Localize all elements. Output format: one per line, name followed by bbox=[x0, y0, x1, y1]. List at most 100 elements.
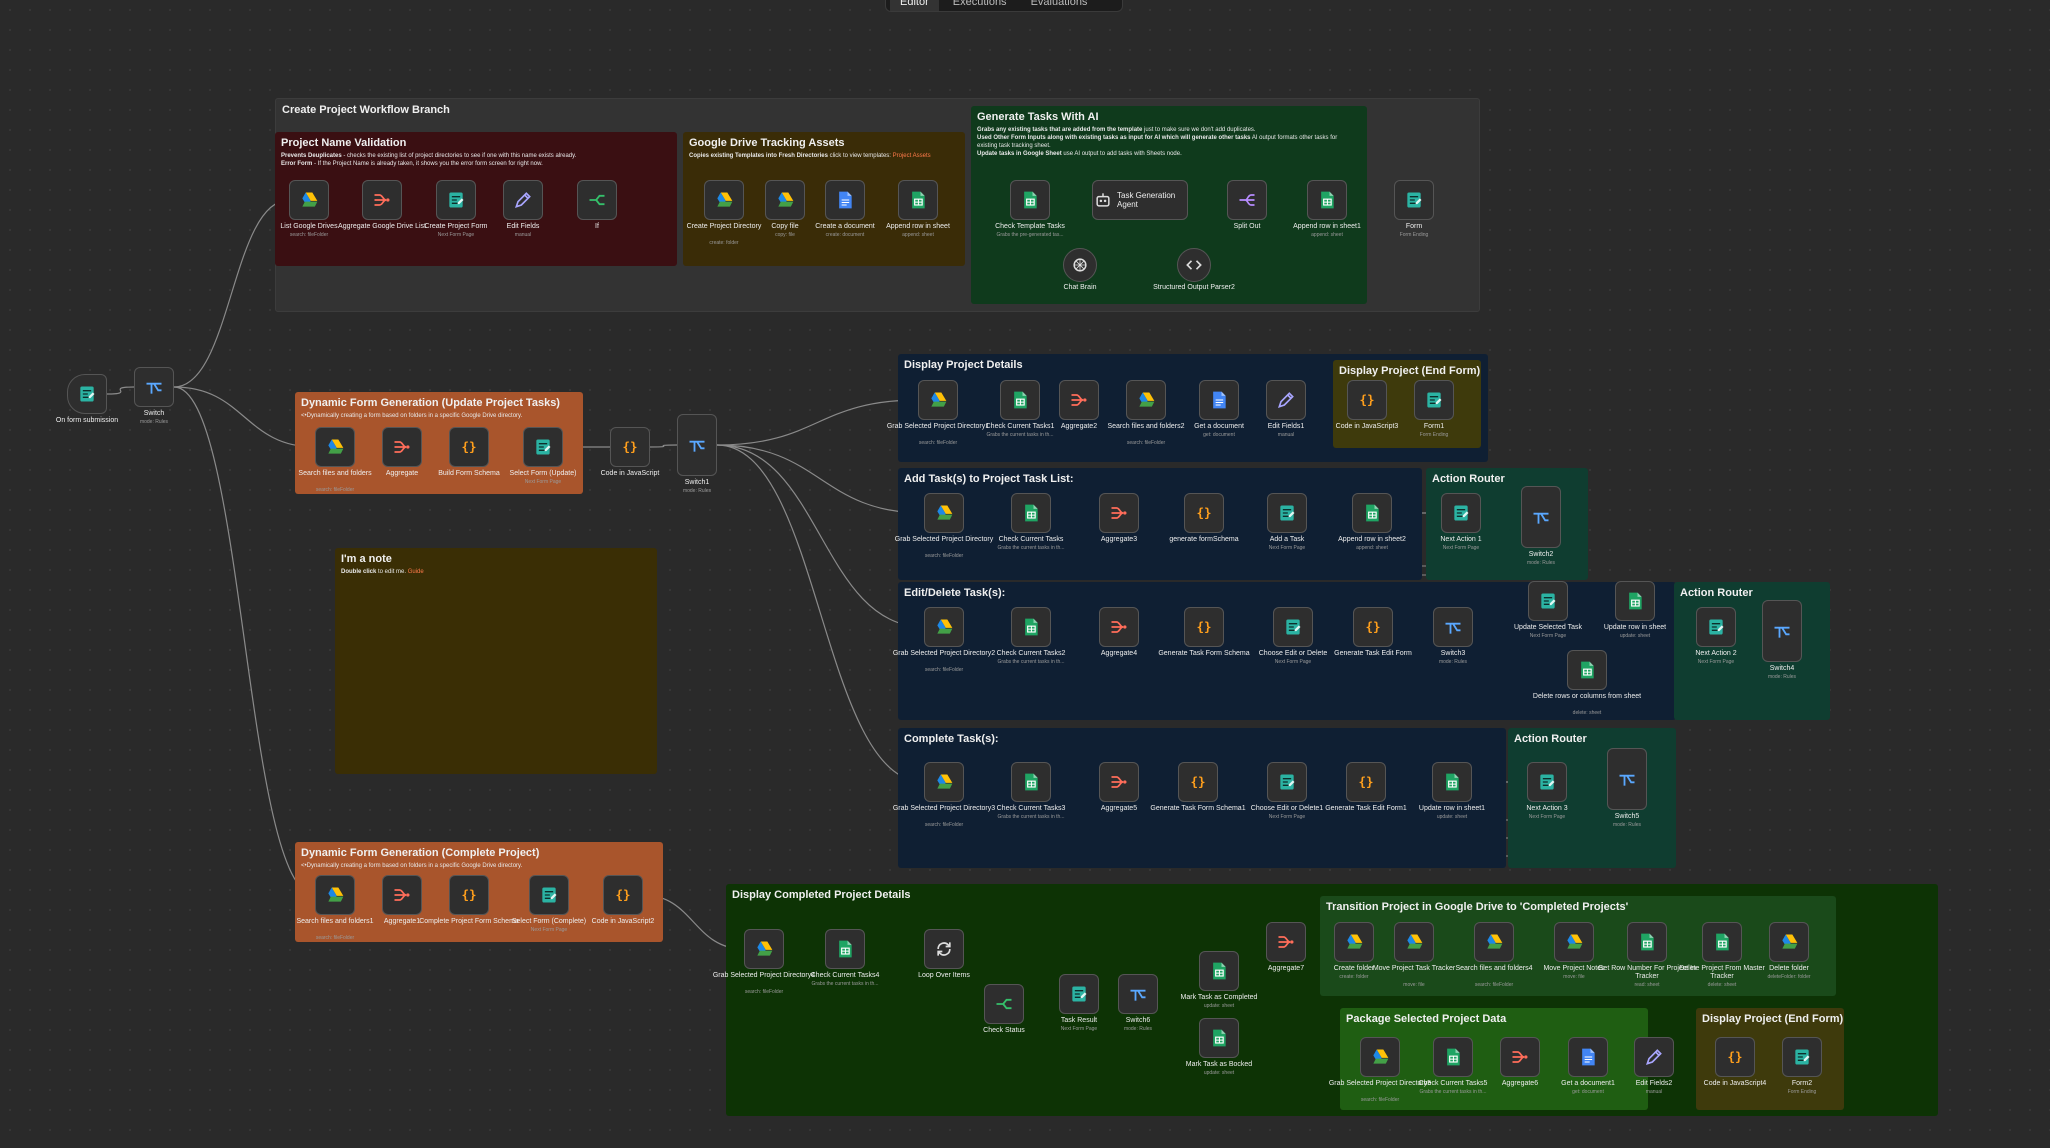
node-agg-drive[interactable] bbox=[362, 180, 402, 220]
node-aggregate[interactable] bbox=[382, 427, 422, 467]
node-gen-edit-form1[interactable]: {} bbox=[1346, 762, 1386, 802]
sticky-note[interactable]: Add Task(s) to Project Task List: bbox=[898, 468, 1422, 580]
node-check-tasks3[interactable] bbox=[1011, 762, 1051, 802]
node-mark-booked[interactable] bbox=[1199, 1018, 1239, 1058]
sticky-note[interactable]: Action Router bbox=[1674, 582, 1830, 720]
node-check-template[interactable] bbox=[1010, 180, 1050, 220]
node-check-tasks5[interactable] bbox=[1433, 1037, 1473, 1077]
node-switch3[interactable] bbox=[1433, 607, 1473, 647]
node-aggregate2[interactable] bbox=[1059, 380, 1099, 420]
node-append-row1[interactable] bbox=[1307, 180, 1347, 220]
node-choose-edit1[interactable] bbox=[1267, 762, 1307, 802]
node-gen-edit-form[interactable]: {} bbox=[1353, 607, 1393, 647]
tab-executions[interactable]: Executions bbox=[952, 0, 1007, 8]
node-copy-file[interactable] bbox=[765, 180, 805, 220]
node-switch[interactable] bbox=[134, 367, 174, 407]
node-aggregate4[interactable] bbox=[1099, 607, 1139, 647]
node-on-form[interactable] bbox=[67, 374, 107, 414]
node-create-folder[interactable] bbox=[1334, 922, 1374, 962]
node-mark-completed[interactable] bbox=[1199, 951, 1239, 991]
node-next-action2[interactable] bbox=[1696, 607, 1736, 647]
node-search-files2[interactable] bbox=[1126, 380, 1166, 420]
node-get-row-number[interactable] bbox=[1627, 922, 1667, 962]
node-grab-dir3[interactable] bbox=[924, 762, 964, 802]
node-gen-schema[interactable]: {} bbox=[1184, 493, 1224, 533]
node-code-js3[interactable]: {} bbox=[1347, 380, 1387, 420]
node-append-row2[interactable] bbox=[1352, 493, 1392, 533]
node-loop[interactable] bbox=[924, 929, 964, 969]
sticky-link[interactable]: Project Assets bbox=[892, 153, 931, 159]
node-update-task[interactable] bbox=[1528, 581, 1568, 621]
node-next-action3[interactable] bbox=[1527, 762, 1567, 802]
node-gen-schema1[interactable]: {} bbox=[1178, 762, 1218, 802]
node-split-out[interactable] bbox=[1227, 180, 1267, 220]
node-switch1[interactable] bbox=[677, 414, 717, 476]
node-grab-dir4[interactable] bbox=[744, 929, 784, 969]
node-code-js[interactable]: {} bbox=[610, 427, 650, 467]
node-select-complete[interactable] bbox=[529, 875, 569, 915]
node-switch5[interactable] bbox=[1607, 748, 1647, 810]
node-aggregate6[interactable] bbox=[1500, 1037, 1540, 1077]
node-grab-dir2[interactable] bbox=[924, 607, 964, 647]
tab-evaluations[interactable]: Evaluations bbox=[1030, 0, 1088, 8]
node-delete-rows[interactable] bbox=[1567, 650, 1607, 690]
node-switch2[interactable] bbox=[1521, 486, 1561, 548]
node-next-action1[interactable] bbox=[1441, 493, 1481, 533]
node-grab-dir5[interactable] bbox=[1360, 1037, 1400, 1077]
node-code-js4[interactable]: {} bbox=[1715, 1037, 1755, 1077]
node-form-end[interactable] bbox=[1394, 180, 1434, 220]
node-check-tasks1[interactable] bbox=[1000, 380, 1040, 420]
node-form1[interactable] bbox=[1414, 380, 1454, 420]
node-delete-folder[interactable] bbox=[1769, 922, 1809, 962]
node-create-form[interactable] bbox=[436, 180, 476, 220]
node-if[interactable] bbox=[577, 180, 617, 220]
node-grab-dir1[interactable] bbox=[918, 380, 958, 420]
node-search-files4[interactable] bbox=[1474, 922, 1514, 962]
node-switch4[interactable] bbox=[1762, 600, 1802, 662]
node-append-row[interactable] bbox=[898, 180, 938, 220]
node-form2[interactable] bbox=[1782, 1037, 1822, 1077]
node-edit-fields[interactable] bbox=[503, 180, 543, 220]
node-aggregate1[interactable] bbox=[382, 875, 422, 915]
node-edit-fields1[interactable] bbox=[1266, 380, 1306, 420]
node-task-agent[interactable]: Task Generation Agent bbox=[1092, 180, 1188, 220]
node-move-tracker[interactable] bbox=[1394, 922, 1434, 962]
node-update-row[interactable] bbox=[1615, 581, 1655, 621]
node-select-update[interactable] bbox=[523, 427, 563, 467]
node-aggregate3[interactable] bbox=[1099, 493, 1139, 533]
node-add-task[interactable] bbox=[1267, 493, 1307, 533]
tab-editor[interactable]: Editor bbox=[890, 0, 939, 11]
node-build-schema[interactable]: {} bbox=[449, 427, 489, 467]
node-chat-brain[interactable] bbox=[1063, 248, 1097, 282]
node-check-tasks4[interactable] bbox=[825, 929, 865, 969]
node-get-doc[interactable] bbox=[1199, 380, 1239, 420]
node-search-files[interactable] bbox=[315, 427, 355, 467]
node-check-status[interactable] bbox=[984, 984, 1024, 1024]
node-move-notes[interactable] bbox=[1554, 922, 1594, 962]
node-update-row1[interactable] bbox=[1432, 762, 1472, 802]
node-create-doc[interactable] bbox=[825, 180, 865, 220]
node-check-tasks[interactable] bbox=[1011, 493, 1051, 533]
node-switch6[interactable] bbox=[1118, 974, 1158, 1014]
node-aggregate7[interactable] bbox=[1266, 922, 1306, 962]
node-parser[interactable] bbox=[1177, 248, 1211, 282]
sticky-link[interactable]: Guide bbox=[407, 569, 424, 575]
node-get-doc1[interactable] bbox=[1568, 1037, 1608, 1077]
node-delete-project[interactable] bbox=[1702, 922, 1742, 962]
node-code-js2[interactable]: {} bbox=[603, 875, 643, 915]
node-gen-task-schema[interactable]: {} bbox=[1184, 607, 1224, 647]
node-choose-edit[interactable] bbox=[1273, 607, 1313, 647]
node-task-result[interactable] bbox=[1059, 974, 1099, 1014]
node-edit-fields2[interactable] bbox=[1634, 1037, 1674, 1077]
node-check-tasks2[interactable] bbox=[1011, 607, 1051, 647]
node-search-files1[interactable] bbox=[315, 875, 355, 915]
node-aggregate5[interactable] bbox=[1099, 762, 1139, 802]
node-complete-schema[interactable]: {} bbox=[449, 875, 489, 915]
node-create-dir[interactable] bbox=[704, 180, 744, 220]
sticky-note[interactable]: Action Router bbox=[1508, 728, 1676, 868]
node-list-drives[interactable] bbox=[289, 180, 329, 220]
node-grab-dir[interactable] bbox=[924, 493, 964, 533]
